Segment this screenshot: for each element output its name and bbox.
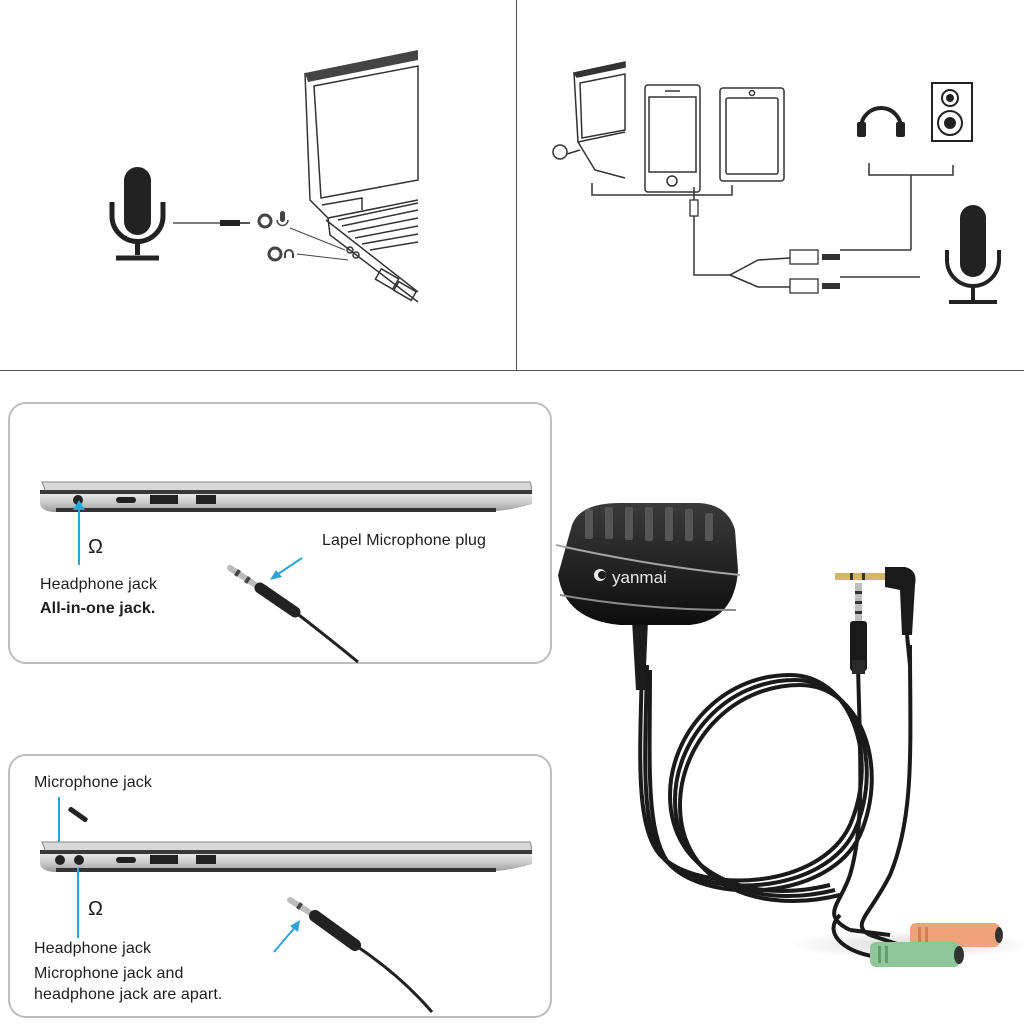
microphone-jack-icon (257, 211, 289, 229)
jack-note-line2: headphone jack are apart. (34, 986, 223, 1003)
headphone-pointer-line (77, 868, 79, 938)
laptop-side-view (36, 838, 534, 878)
microphone-icon (945, 205, 1001, 304)
microphone-jack-port (55, 855, 65, 865)
speaker-icon (931, 82, 973, 142)
product-image: yanmai (550, 495, 1024, 1015)
tablet-icon (719, 87, 785, 182)
jack-note-line1: Microphone jack and (34, 965, 184, 982)
headphone-jack-icon (267, 246, 294, 262)
jack-note: All-in-one jack. (40, 600, 156, 617)
pointer-arrow (73, 500, 85, 510)
microphone-icon (109, 167, 166, 261)
headphone-jack-port (74, 855, 84, 865)
microphone-jack-label: Microphone jack (34, 774, 152, 791)
plug-label: Lapel Microphone plug (322, 532, 486, 549)
headphone-jack-label: Headphone jack (34, 940, 152, 957)
lapel-microphone: yanmai (555, 503, 741, 625)
vertical-divider (516, 0, 517, 371)
audio-plug-image (220, 550, 370, 670)
smartphone-icon (644, 84, 701, 193)
top-left-diagram (100, 40, 430, 340)
headphone-icon: Ω (88, 898, 104, 920)
all-in-one-jack-panel (8, 402, 552, 664)
headphones-icon (857, 106, 905, 137)
laptop-icon (304, 50, 419, 303)
separate-jacks-panel (8, 754, 552, 1018)
microphone-socket-green (870, 942, 964, 967)
mic-pointer-line (58, 797, 60, 847)
right-angle-plug (835, 567, 916, 666)
horizontal-divider (0, 370, 1024, 371)
headphone-icon: Ω (88, 536, 104, 558)
brand-logo: yanmai (612, 568, 667, 587)
top-right-diagram (540, 50, 1010, 320)
audio-plug-image (260, 890, 440, 1016)
headphone-socket-orange (910, 923, 1003, 947)
headphone-jack-label: Headphone jack (40, 576, 158, 593)
laptop-icon (552, 61, 626, 179)
pointer-line (78, 505, 80, 565)
laptop-side-view (36, 478, 534, 518)
straight-plug (850, 583, 867, 674)
